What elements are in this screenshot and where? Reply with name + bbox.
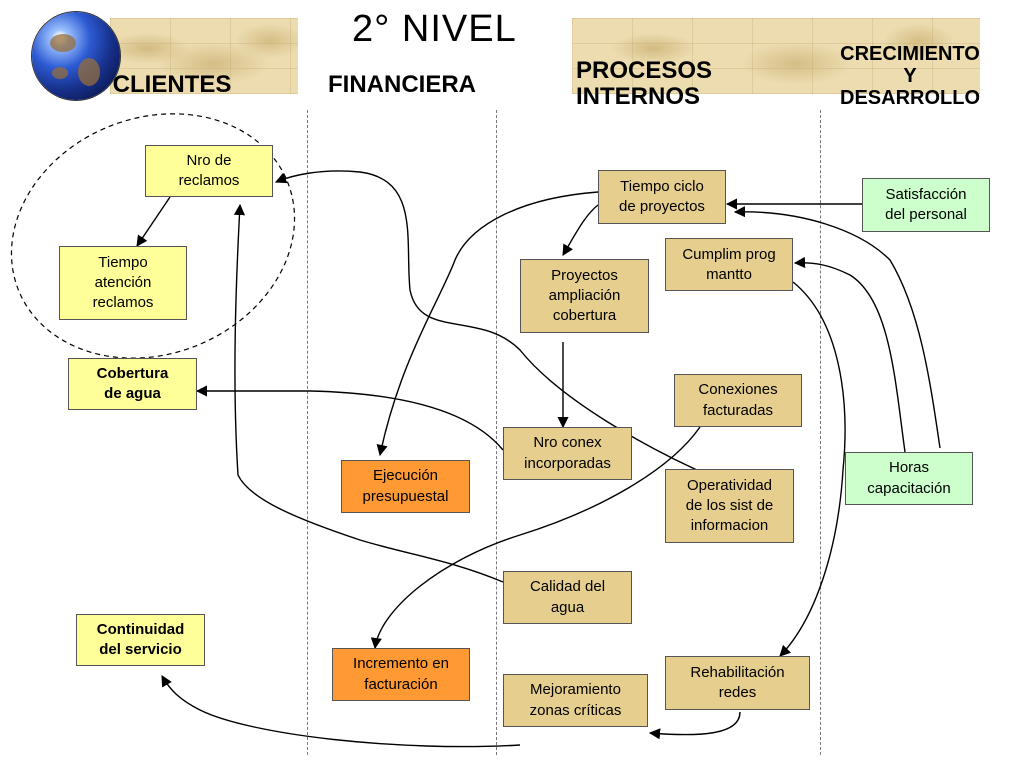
globe-icon: [32, 12, 120, 100]
node-cumplim-prog-mantto: Cumplim prog mantto: [665, 238, 793, 291]
column-header-crecimiento-line1: CRECIMIENTO: [840, 43, 980, 65]
node-horas-capacitacion: Horas capacitación: [845, 452, 973, 505]
link-mejoramiento-continuidad: [161, 675, 521, 748]
customer-group-ellipse: [10, 113, 296, 359]
header-map-banner-left: [110, 18, 298, 94]
link-horas-cumplim: [793, 256, 906, 453]
link-ciclo-proyectos: [562, 204, 599, 256]
column-divider-2: [496, 110, 497, 755]
link-cumplim-rehab: [779, 281, 846, 657]
header-map-banner-right: [572, 18, 980, 94]
column-header-procesos-line2: INTERNOS: [576, 83, 701, 111]
node-tiempo-ciclo-proyectos: Tiempo ciclo de proyectos: [598, 170, 726, 224]
node-nro-reclamos: Nro de reclamos: [145, 145, 273, 197]
node-rehabilitacion-redes: Rehabilitación redes: [665, 656, 810, 710]
node-proyectos-ampliacion: Proyectos ampliación cobertura: [520, 259, 649, 333]
node-calidad-agua: Calidad del agua: [503, 571, 632, 624]
node-continuidad-servicio: Continuidad del servicio: [76, 614, 205, 666]
link-horas-ciclo: [733, 206, 941, 449]
node-cobertura-agua: Cobertura de agua: [68, 358, 197, 410]
link-reclamos-tiempo: [136, 196, 171, 247]
page-title: 2° NIVEL: [352, 8, 517, 50]
node-tiempo-atencion-reclamos: Tiempo atención reclamos: [59, 246, 187, 320]
node-nro-conex-incorporadas: Nro conex incorporadas: [503, 427, 632, 480]
column-divider-3: [820, 110, 821, 755]
node-conexiones-facturadas: Conexiones facturadas: [674, 374, 802, 427]
column-header-procesos: PROCESOS INTERNOS: [576, 57, 726, 111]
column-header-crecimiento-line3: DESARROLLO: [840, 87, 980, 109]
column-header-crecimiento: CRECIMIENTO Y DESARROLLO: [818, 43, 1002, 109]
link-operatividad-reclamos: [274, 170, 716, 479]
link-ciclo-ejecucion: [376, 191, 599, 457]
column-divider-1: [307, 110, 308, 755]
node-mejoramiento-zonas-criticas: Mejoramiento zonas críticas: [503, 674, 648, 727]
column-header-procesos-line1: PROCESOS: [576, 57, 713, 84]
link-conexiones-incremento: [370, 426, 701, 650]
column-header-financiera: FINANCIERA: [328, 71, 476, 98]
link-rehab-mejoramiento: [648, 711, 741, 740]
node-operatividad-sistemas: Operatividad de los sist de informacion: [665, 469, 794, 543]
column-header-clientes: CLIENTES: [112, 71, 232, 98]
node-satisfaccion-personal: Satisfacción del personal: [862, 178, 990, 232]
link-nroconex-cobertura: [195, 385, 504, 451]
node-incremento-facturacion: Incremento en facturación: [332, 648, 470, 701]
node-ejecucion-presupuestal: Ejecución presupuestal: [341, 460, 470, 513]
link-calidad-reclamos: [233, 203, 504, 583]
column-header-crecimiento-line2: Y: [903, 65, 917, 87]
